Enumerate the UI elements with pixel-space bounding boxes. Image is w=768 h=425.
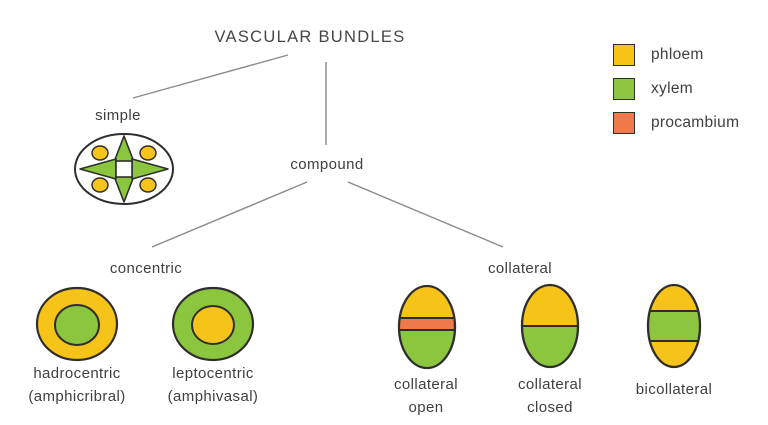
caption-leptocentric: leptocentric (amphivasal) bbox=[138, 362, 288, 408]
collateral-open-procambium-band bbox=[399, 318, 455, 330]
phloem-dot bbox=[139, 177, 157, 193]
hadrocentric-inner-xylem bbox=[54, 304, 100, 346]
leptocentric-figure bbox=[171, 286, 255, 362]
hadrocentric-figure bbox=[35, 286, 119, 362]
phloem-dot bbox=[139, 145, 157, 161]
node-label-compound: compound bbox=[290, 156, 364, 173]
bicollateral-figure bbox=[646, 283, 702, 369]
page-title: VASCULAR BUNDLES bbox=[214, 28, 406, 46]
caption-collateral-open-line2: open bbox=[408, 399, 444, 416]
xylem-swatch bbox=[613, 78, 635, 100]
phloem-dot bbox=[91, 177, 109, 193]
collateral-open-outline bbox=[397, 284, 457, 370]
legend-label-procambium: procambium bbox=[651, 114, 740, 131]
legend-item-xylem: xylem bbox=[613, 77, 693, 101]
bicollateral-xylem-band bbox=[648, 311, 700, 341]
edge-compound-concentric bbox=[151, 181, 308, 248]
legend-item-phloem: phloem bbox=[613, 43, 704, 67]
caption-bicollateral-line1: bicollateral bbox=[635, 381, 713, 398]
node-label-simple: simple bbox=[95, 107, 141, 124]
collateral-open-figure bbox=[397, 284, 457, 370]
caption-hadrocentric-synonym: (amphicribral) bbox=[28, 388, 126, 405]
caption-collateral-closed-line2: closed bbox=[527, 399, 573, 416]
bicollateral-outline bbox=[646, 283, 702, 369]
legend-item-procambium: procambium bbox=[613, 111, 739, 135]
edge-compound-collateral bbox=[347, 181, 504, 248]
phloem-dot bbox=[91, 145, 109, 161]
caption-bicollateral: bicollateral bbox=[599, 378, 749, 401]
caption-leptocentric-name: leptocentric bbox=[172, 365, 254, 382]
procambium-swatch bbox=[613, 112, 635, 134]
simple-center-square bbox=[115, 160, 133, 178]
collateral-closed-figure bbox=[520, 283, 580, 369]
caption-collateral-closed-line1: collateral bbox=[517, 376, 583, 393]
edge-root-simple bbox=[132, 54, 289, 99]
caption-collateral-open-line1: collateral bbox=[393, 376, 459, 393]
node-label-concentric: concentric bbox=[109, 260, 183, 277]
caption-hadrocentric: hadrocentric (amphicribral) bbox=[2, 362, 152, 408]
caption-hadrocentric-name: hadrocentric bbox=[33, 365, 121, 382]
leptocentric-inner-phloem bbox=[191, 305, 235, 345]
caption-collateral-open: collateral open bbox=[351, 373, 501, 419]
legend-label-xylem: xylem bbox=[651, 80, 693, 97]
node-label-collateral: collateral bbox=[487, 260, 553, 277]
caption-leptocentric-synonym: (amphivasal) bbox=[167, 388, 259, 405]
collateral-closed-outline bbox=[520, 283, 580, 369]
caption-collateral-closed: collateral closed bbox=[475, 373, 625, 419]
legend-label-phloem: phloem bbox=[651, 46, 704, 63]
simple-figure bbox=[74, 133, 174, 205]
phloem-swatch bbox=[613, 44, 635, 66]
